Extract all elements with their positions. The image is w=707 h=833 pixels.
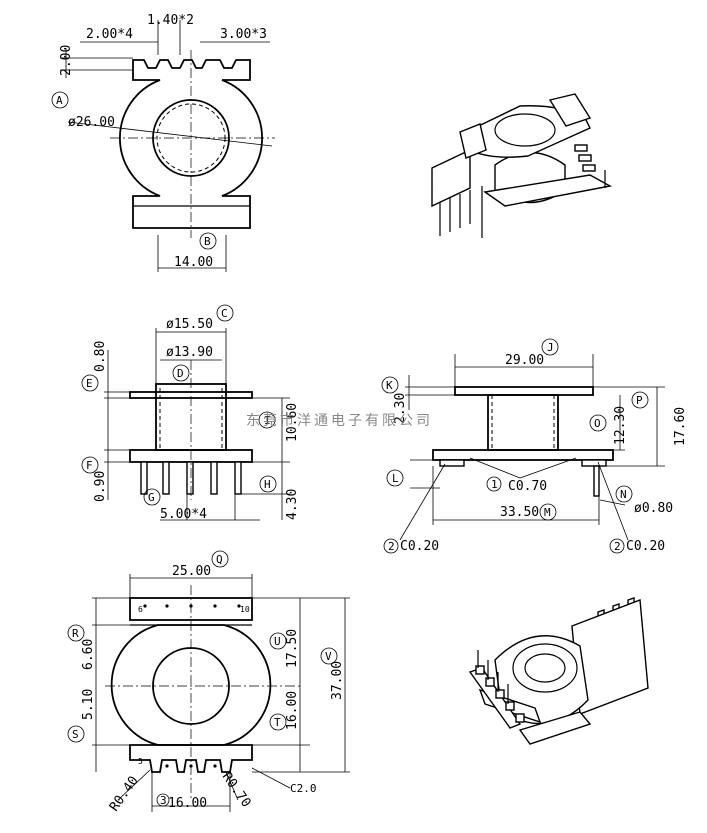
dim-pin-pitch: 5.00*4 bbox=[160, 507, 207, 522]
label-one: 1 bbox=[491, 478, 498, 491]
label-f: F bbox=[86, 459, 93, 472]
dim-r-left: R0.40 bbox=[107, 774, 142, 815]
label-two-right: 2 bbox=[614, 540, 621, 553]
label-m: M bbox=[544, 506, 551, 519]
isometric-view-top bbox=[431, 93, 613, 238]
label-three: 3 bbox=[160, 794, 167, 807]
dim-height: 2.00 bbox=[59, 45, 74, 76]
dim-half-lower: 16.00 bbox=[285, 691, 300, 730]
dim-top-width: 29.00 bbox=[505, 353, 544, 368]
top-view: 2.00*4 1.40*2 3.00*3 2.00 ø26.00 14.00 A… bbox=[51, 13, 275, 272]
side-view: 29.00 2.30 12.30 17.60 C0.70 33.50 ø0.80… bbox=[381, 338, 688, 554]
label-two-left: 2 bbox=[388, 540, 395, 553]
label-u: U bbox=[274, 635, 281, 648]
dim-outer-dia: ø15.50 bbox=[166, 317, 213, 332]
isometric-view-bottom bbox=[468, 597, 649, 745]
label-r: R bbox=[72, 627, 79, 640]
dim-pin-dia: ø0.80 bbox=[634, 501, 673, 516]
label-v: V bbox=[325, 650, 332, 663]
dim-width: 14.00 bbox=[174, 255, 213, 270]
watermark-text: 东莞市洋通电子有限公司 bbox=[246, 412, 433, 429]
dim-chamfer-bottom: C2.0 bbox=[290, 782, 317, 795]
label-a: A bbox=[56, 94, 63, 107]
dim-inner-dia: ø13.90 bbox=[166, 345, 213, 360]
front-view: ø15.50 ø13.90 0.80 10.60 0.90 5.00*4 4.3… bbox=[81, 304, 300, 522]
dim-diameter: ø26.00 bbox=[68, 115, 115, 130]
dim-bottom-base: 16.00 bbox=[168, 796, 207, 811]
dim-slot: 1.40*2 bbox=[147, 13, 194, 28]
dim-core-side: 12.30 bbox=[613, 406, 628, 445]
dim-pitch-left: 2.00*4 bbox=[86, 27, 133, 42]
dim-chamfer-mid: C0.70 bbox=[508, 479, 547, 494]
dim-bottom-width: 25.00 bbox=[172, 564, 211, 579]
pin-mark-left: 6 bbox=[138, 605, 143, 614]
dim-upper: 6.60 bbox=[81, 639, 96, 670]
dim-flange-bottom: 0.90 bbox=[93, 471, 108, 502]
dim-lower: 5.10 bbox=[81, 689, 96, 720]
label-g: G bbox=[148, 491, 155, 504]
dim-flange: 2.30 bbox=[393, 393, 408, 424]
label-q: Q bbox=[216, 553, 223, 566]
label-p: P bbox=[636, 394, 643, 407]
label-i: I bbox=[264, 414, 271, 427]
dim-chamfer-left: C0.20 bbox=[400, 539, 439, 554]
dim-half-upper: 17.50 bbox=[285, 629, 300, 668]
dim-core: 10.60 bbox=[285, 403, 300, 442]
label-d: D bbox=[177, 367, 184, 380]
label-o: O bbox=[594, 417, 601, 430]
dim-base-width: 33.50 bbox=[500, 505, 539, 520]
dim-r-right: R0.70 bbox=[219, 770, 254, 811]
dim-flange-top: 0.80 bbox=[93, 341, 108, 372]
label-e: E bbox=[86, 377, 93, 390]
dim-overall-bottom: 37.00 bbox=[330, 661, 345, 700]
dim-chamfer-right: C0.20 bbox=[626, 539, 665, 554]
label-k: K bbox=[386, 379, 393, 392]
dim-pitch-right: 3.00*3 bbox=[220, 27, 267, 42]
label-h: H bbox=[264, 478, 271, 491]
pin-mark-bottom-left: 5 bbox=[138, 757, 143, 766]
dim-overall: 17.60 bbox=[673, 407, 688, 446]
bottom-view: 25.00 6.60 17.50 37.00 5.10 16.00 R0.40 … bbox=[67, 550, 350, 815]
dim-pin-len: 4.30 bbox=[285, 489, 300, 520]
pin-mark-right: 10 bbox=[240, 605, 250, 614]
label-s: S bbox=[72, 728, 79, 741]
label-l: L bbox=[392, 472, 399, 485]
label-t: T bbox=[274, 716, 281, 729]
label-b: B bbox=[204, 235, 211, 248]
label-j: J bbox=[547, 341, 554, 354]
label-n: N bbox=[620, 488, 627, 501]
label-c: C bbox=[221, 307, 228, 320]
